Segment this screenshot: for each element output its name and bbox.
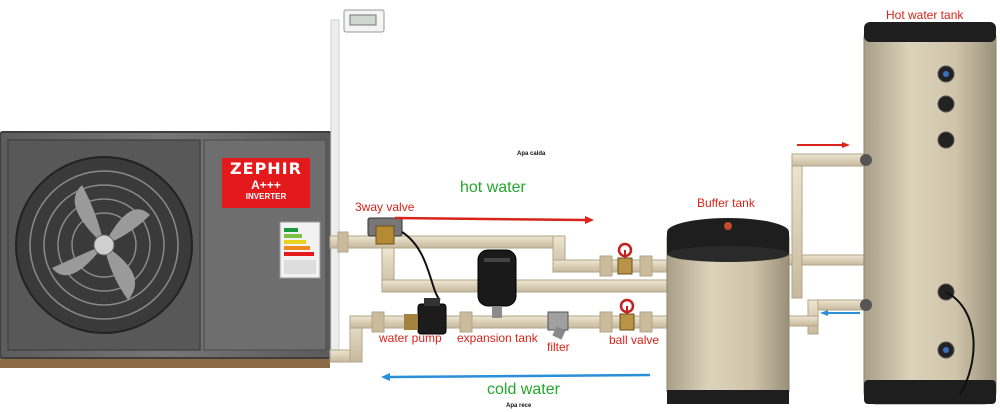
cold-flow-arrow-tank <box>820 310 860 316</box>
ball-valve-cold <box>619 298 635 331</box>
label-filter: filter <box>547 340 570 354</box>
cold-flow-arrow-main <box>381 373 651 381</box>
valve-cable <box>401 231 441 301</box>
label-expansion-tank: expansion tank <box>457 331 538 345</box>
thermostat-controller <box>330 9 385 361</box>
three-way-valve <box>367 217 403 245</box>
brand-name: ZEPHIR <box>230 159 302 178</box>
hot-flow-arrow-main <box>394 216 594 224</box>
label-apa-rece: Apa rece <box>506 403 532 409</box>
energy-class: A+++ <box>251 178 281 192</box>
label-three-way-valve: 3way valve <box>355 200 415 214</box>
hot-water-tank <box>860 22 997 405</box>
label-buffer-tank: Buffer tank <box>697 196 755 210</box>
expansion-tank <box>477 249 517 318</box>
label-hot-water: hot water <box>460 179 526 196</box>
filter <box>547 311 569 340</box>
brand-panel: ZEPHIR A+++ INVERTER <box>222 158 310 208</box>
water-pump <box>404 298 447 335</box>
label-cold-water: cold water <box>487 381 560 398</box>
label-ball-valve: ball valve <box>609 333 660 347</box>
buffer-tank <box>666 218 790 404</box>
fan-guard <box>15 156 193 334</box>
label-apa-calda: Apa calda <box>517 151 546 157</box>
energy-label-sticker <box>279 221 321 279</box>
ball-valve-hot <box>617 242 633 275</box>
technology-label: INVERTER <box>245 192 287 201</box>
hot-flow-arrow-tank <box>797 142 850 148</box>
label-hot-water-tank: Hot water tank <box>886 8 964 22</box>
label-water-pump: water pump <box>379 331 442 345</box>
